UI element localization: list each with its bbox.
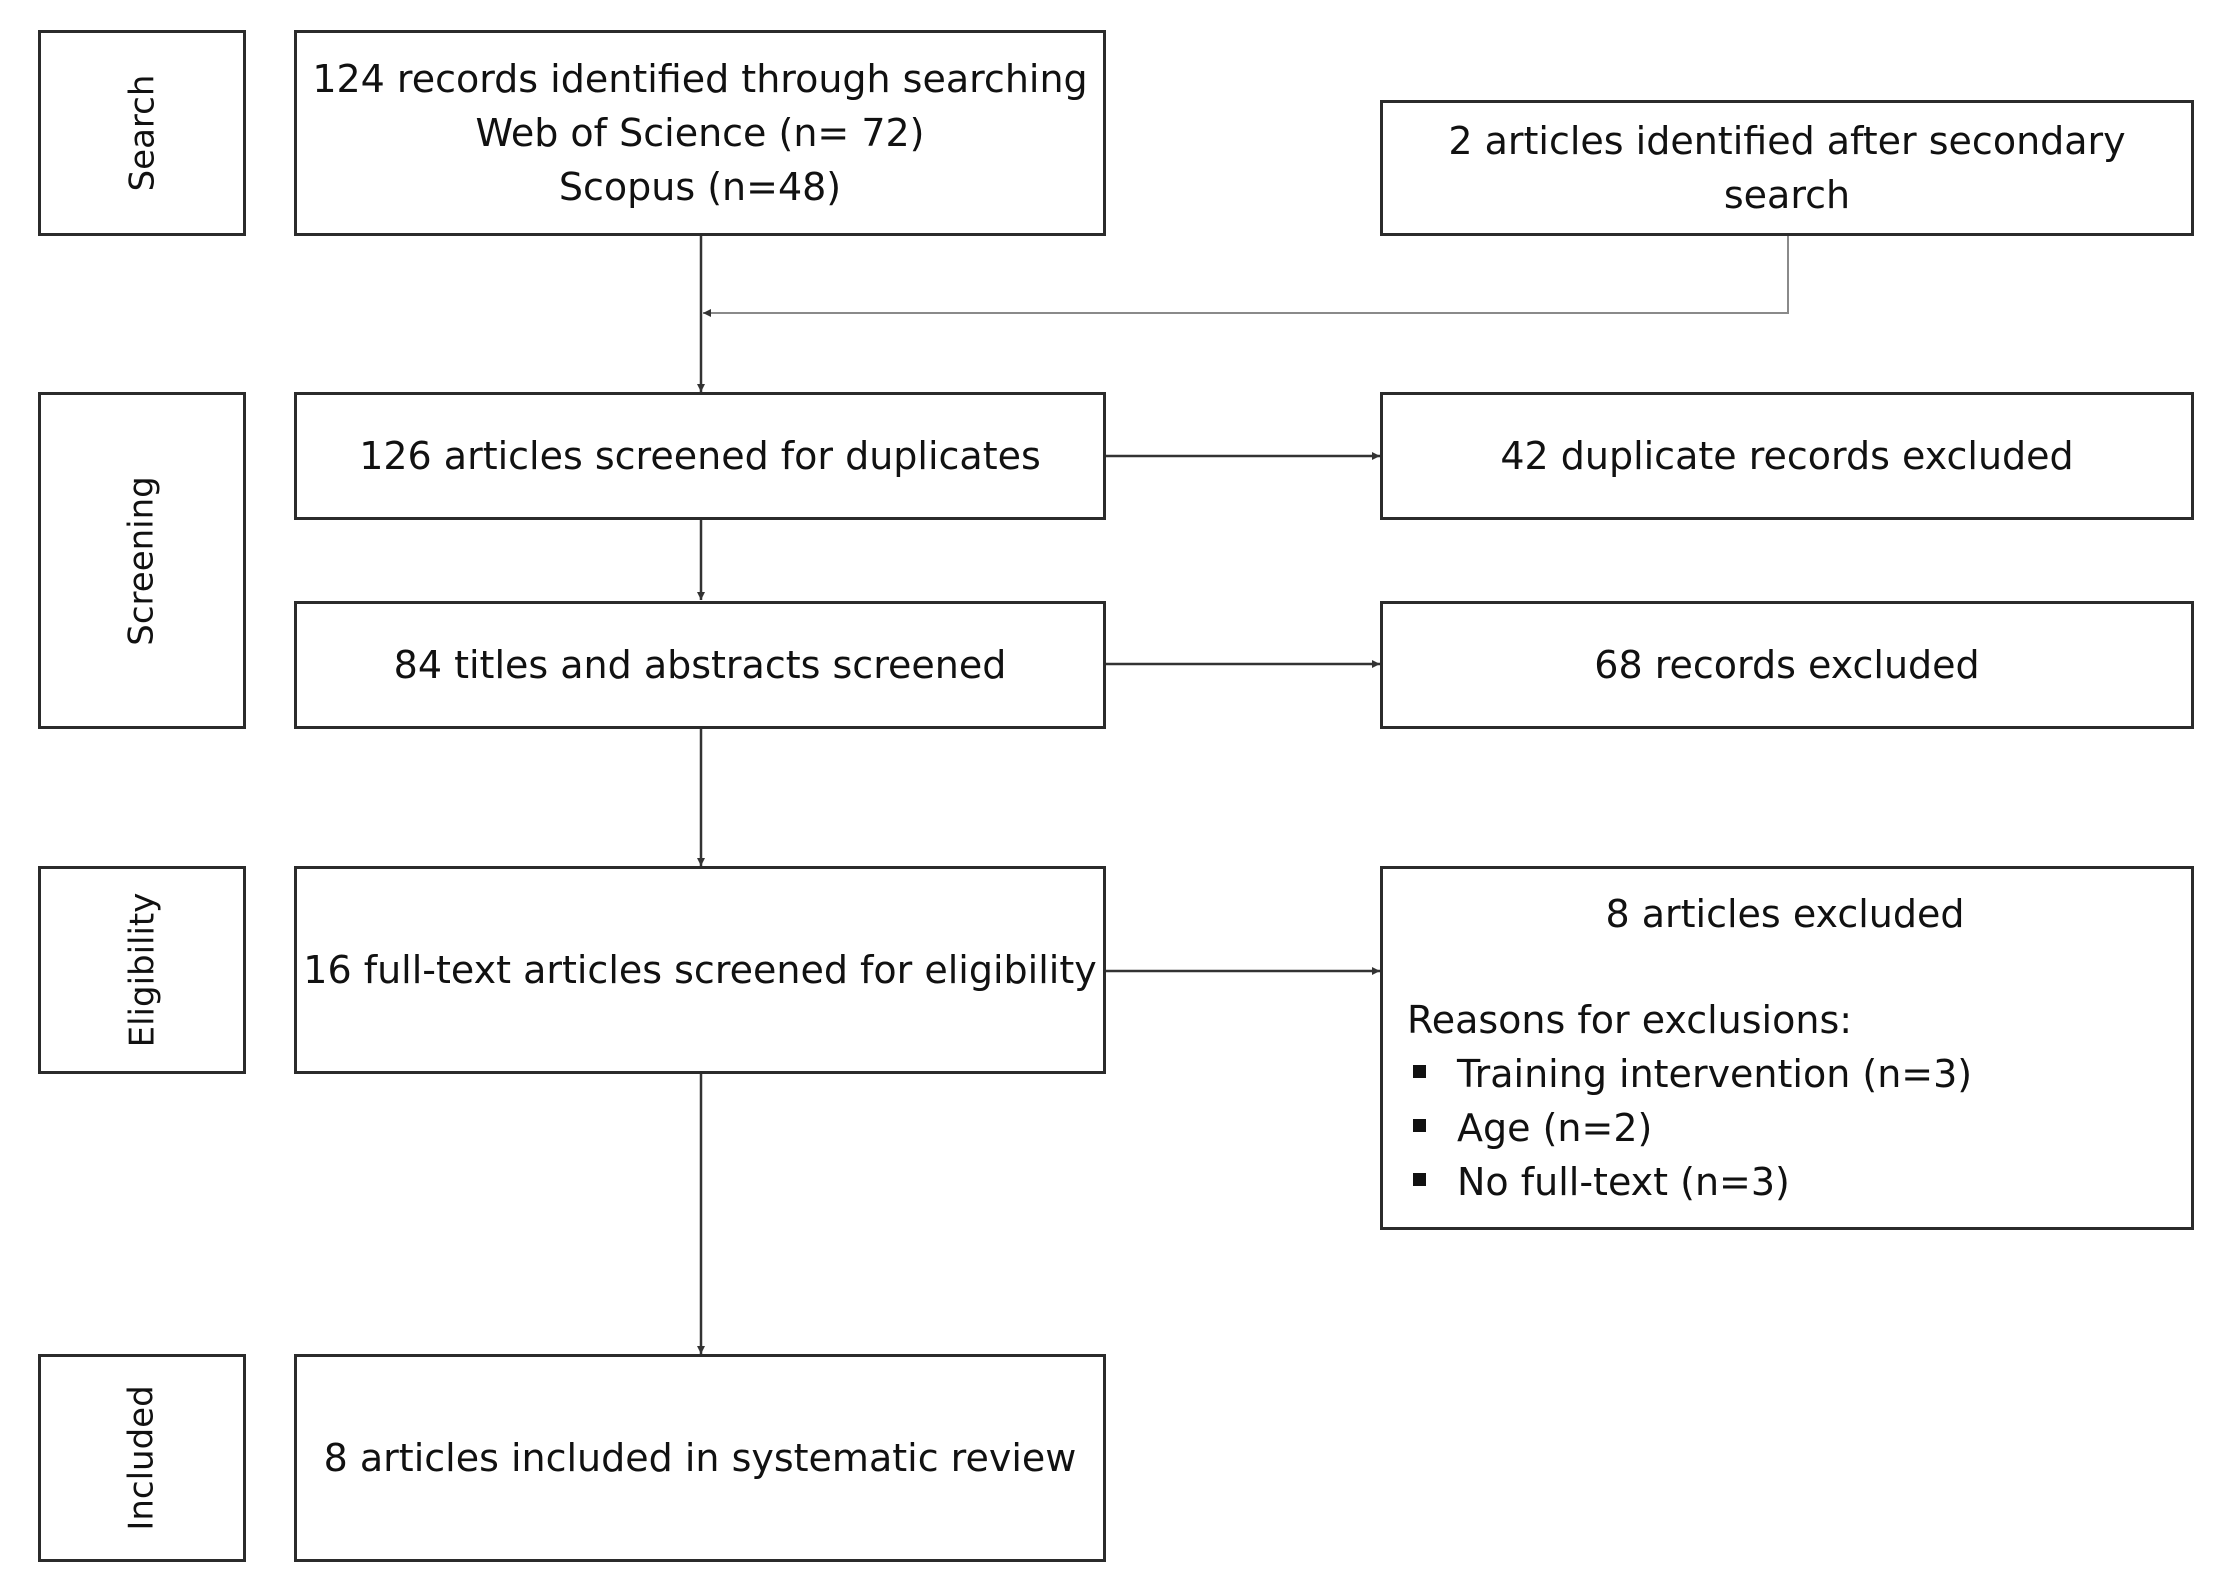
- exclusion-reason-text: Age (n=2): [1457, 1106, 1653, 1150]
- duplicates-excluded-text: 42 duplicate records excluded: [1500, 434, 2074, 478]
- articles-excluded-title: 8 articles excluded: [1605, 892, 1965, 936]
- stage-eligibility-label: Eligibility: [122, 892, 162, 1048]
- records-excluded-box: 68 records excluded: [1380, 601, 2194, 729]
- records-identified-text: 124 records identified through searching: [312, 57, 1088, 101]
- secondary-search-text-line-2: search: [1723, 173, 1851, 217]
- square-bullet-icon: [1413, 1119, 1426, 1132]
- articles-excluded-box: 8 articles excluded Reasons for exclusio…: [1380, 866, 2194, 1230]
- stage-included-label: Included: [121, 1385, 162, 1531]
- exclusion-reason-item: No full-text (n=3): [1407, 1155, 2163, 1209]
- stage-screening: Screening: [38, 392, 246, 729]
- stage-eligibility: Eligibility: [38, 866, 246, 1074]
- secondary-search-box: 2 articles identified after secondary se…: [1380, 100, 2194, 236]
- fulltext-screened-box: 16 full-text articles screened for eligi…: [294, 866, 1106, 1074]
- stage-search: Search: [38, 30, 246, 236]
- square-bullet-icon: [1413, 1173, 1426, 1186]
- included-review-text: 8 articles included in systematic review: [323, 1436, 1077, 1480]
- web-of-science-count: Web of Science (n= 72): [475, 111, 925, 155]
- titles-abstracts-screened-box: 84 titles and abstracts screened: [294, 601, 1106, 729]
- titles-abstracts-screened-text: 84 titles and abstracts screened: [393, 643, 1007, 687]
- fulltext-screened-text: 16 full-text articles screened for eligi…: [303, 948, 1097, 992]
- duplicates-screened-text: 126 articles screened for duplicates: [359, 434, 1041, 478]
- duplicates-screened-box: 126 articles screened for duplicates: [294, 392, 1106, 520]
- records-excluded-text: 68 records excluded: [1594, 643, 1980, 687]
- stage-screening-label: Screening: [122, 475, 162, 646]
- stage-included: Included: [38, 1354, 246, 1562]
- scopus-count: Scopus (n=48): [558, 165, 842, 209]
- stage-search-label: Search: [122, 74, 162, 192]
- square-bullet-icon: [1413, 1065, 1426, 1078]
- exclusion-reason-item: Training intervention (n=3): [1407, 1047, 2163, 1101]
- exclusion-reasons-label: Reasons for exclusions:: [1407, 998, 1853, 1042]
- included-review-box: 8 articles included in systematic review: [294, 1354, 1106, 1562]
- exclusion-reason-text: No full-text (n=3): [1457, 1160, 1790, 1204]
- exclusion-reason-item: Age (n=2): [1407, 1101, 2163, 1155]
- secondary-search-text-line-1: 2 articles identified after secondary: [1448, 119, 2126, 163]
- exclusion-reasons-list: Training intervention (n=3) Age (n=2) No…: [1407, 1047, 2163, 1209]
- duplicates-excluded-box: 42 duplicate records excluded: [1380, 392, 2194, 520]
- records-identified-box: 124 records identified through searching…: [294, 30, 1106, 236]
- arrow-secondary-to-main: [703, 236, 1789, 317]
- exclusion-reason-text: Training intervention (n=3): [1457, 1052, 1973, 1096]
